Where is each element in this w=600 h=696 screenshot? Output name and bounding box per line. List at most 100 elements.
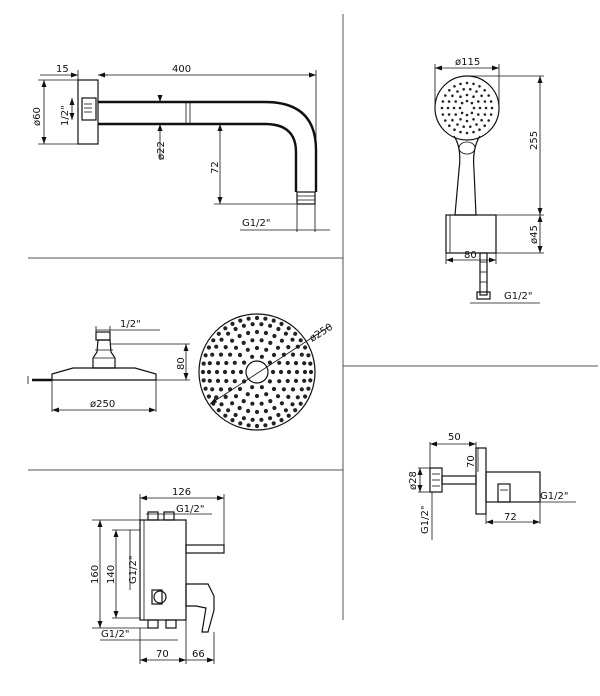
spray-hole <box>483 113 487 116</box>
spray-hole <box>230 401 235 406</box>
spray-hole <box>216 331 221 336</box>
overhead-connector <box>95 331 111 341</box>
spray-hole <box>224 378 229 384</box>
spray-hole <box>472 118 475 121</box>
hand-shower-spray-holes <box>440 81 494 135</box>
spray-hole <box>250 338 255 343</box>
spray-hole <box>487 119 491 122</box>
mixer-side-outlet <box>185 544 225 554</box>
dim-width-label: ø250 <box>90 399 115 410</box>
spray-hole <box>268 399 273 404</box>
panel-dividers <box>28 14 598 620</box>
spray-hole <box>201 378 206 383</box>
spray-hole <box>226 408 231 413</box>
spray-hole <box>448 89 451 92</box>
spray-hole <box>286 413 291 418</box>
spray-hole <box>272 405 277 411</box>
spray-hole <box>263 316 268 321</box>
spray-hole <box>245 392 250 397</box>
spray-hole <box>268 416 273 421</box>
spray-hole <box>465 131 469 135</box>
spray-hole <box>238 318 243 323</box>
overhead-spray-holes <box>200 315 314 429</box>
spray-hole <box>458 106 462 110</box>
dim-inlet-thread-label: G1/2" <box>420 506 431 534</box>
arm-pipe-bottom <box>98 122 298 192</box>
spray-hole <box>478 85 481 88</box>
spray-hole <box>293 361 299 366</box>
spray-hole <box>254 423 260 429</box>
spray-hole <box>465 81 469 85</box>
spray-hole <box>237 333 242 339</box>
spray-hole <box>308 378 313 383</box>
spray-hole <box>306 386 311 391</box>
outlet-plate <box>475 447 487 515</box>
spray-hole <box>223 345 228 350</box>
spray-hole <box>246 408 251 414</box>
dim-face-diameter-label: ø250 <box>308 322 335 345</box>
spray-hole <box>293 408 298 413</box>
dim-depth-label: 50 <box>448 432 461 443</box>
spray-hole <box>275 394 281 399</box>
spray-hole <box>444 119 447 122</box>
spray-hole <box>279 401 284 406</box>
dim-flange-width-label: 15 <box>56 64 69 75</box>
spray-hole <box>263 423 268 428</box>
spray-hole <box>484 106 488 110</box>
spray-hole <box>478 128 481 131</box>
spray-hole <box>263 408 268 414</box>
spray-hole <box>259 338 264 343</box>
spray-hole <box>480 118 483 122</box>
spray-hole <box>472 106 476 110</box>
spray-hole <box>477 100 480 103</box>
spray-hole <box>246 423 251 428</box>
spray-hole <box>279 338 284 343</box>
dim-diameter-label: ø28 <box>408 471 419 490</box>
spray-hole <box>233 326 238 332</box>
spray-hole <box>441 113 445 116</box>
spray-hole <box>453 85 456 88</box>
hand-shower-head <box>434 75 500 141</box>
spray-hole <box>268 323 273 328</box>
spray-hole <box>283 408 288 413</box>
spray-hole <box>259 322 264 327</box>
spray-hole <box>238 369 244 375</box>
spray-hole <box>211 338 216 343</box>
spray-hole <box>303 394 308 399</box>
spray-hole <box>254 315 260 321</box>
hand-shower-handle <box>453 135 481 216</box>
dim-side-thread-label: G1/2" <box>128 556 139 584</box>
spray-hole <box>470 111 474 115</box>
dim-outlet-thread-label: G1/2" <box>242 218 270 229</box>
spray-hole <box>451 118 454 122</box>
spray-hole <box>469 125 472 128</box>
overhead-head-side <box>51 367 157 381</box>
hand-shower-holder <box>445 214 497 254</box>
spray-hole <box>270 369 276 375</box>
spray-hole <box>241 340 246 345</box>
spray-hole <box>254 393 260 399</box>
spray-hole <box>447 100 451 103</box>
overhead-center-nozzle <box>245 360 269 384</box>
spray-hole <box>460 111 464 115</box>
dim-width-label: 126 <box>172 487 191 498</box>
wall-outlet-drawing: 50 70 ø28 G1/2" G1/2" 72 <box>408 432 576 540</box>
spray-hole <box>241 399 246 404</box>
spray-hole <box>286 394 291 399</box>
spray-hole <box>456 123 459 126</box>
spray-hole <box>230 321 235 326</box>
spray-hole <box>264 392 269 397</box>
spray-hole <box>259 401 264 406</box>
spray-hole <box>222 369 228 375</box>
spray-hole <box>303 345 308 350</box>
spray-hole <box>441 100 445 103</box>
spray-hole <box>299 387 304 392</box>
spray-hole <box>254 409 260 415</box>
dim-holder-diameter-label: ø45 <box>529 225 540 244</box>
dim-drop-label: 72 <box>210 161 221 174</box>
spray-hole <box>207 361 212 366</box>
spray-hole <box>233 412 238 418</box>
spray-hole <box>290 402 295 407</box>
dim-holder-width-label: 80 <box>464 250 477 261</box>
spray-hole <box>285 360 290 366</box>
